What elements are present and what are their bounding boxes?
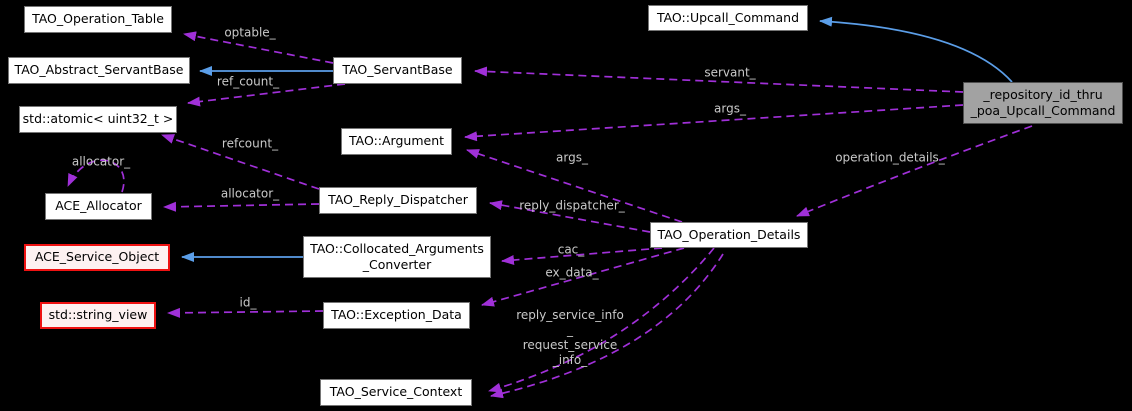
node-tao-service-context[interactable]: TAO_Service_Context bbox=[320, 379, 472, 406]
node-tao-reply-dispatcher[interactable]: TAO_Reply_Dispatcher bbox=[319, 187, 477, 214]
edge-ex-data bbox=[481, 247, 685, 307]
edge-reply-dispatcher bbox=[489, 200, 651, 233]
node-tao-upcall-command[interactable]: TAO::Upcall_Command bbox=[648, 5, 808, 31]
edge-args-opdetails bbox=[466, 149, 683, 223]
node-tao-collocated-arguments-converter[interactable]: TAO::Collocated_Arguments _Converter bbox=[303, 236, 491, 278]
edge-allocator bbox=[163, 201, 320, 212]
edge-reply-service-info bbox=[488, 247, 715, 393]
edge-cac bbox=[501, 247, 663, 266]
edge-id bbox=[167, 307, 324, 318]
node-tao-exception-data[interactable]: TAO::Exception_Data bbox=[323, 302, 470, 329]
edge-optable bbox=[183, 31, 334, 64]
node-tao-abstract-servantbase[interactable]: TAO_Abstract_ServantBase bbox=[8, 57, 190, 84]
node-tao-servantbase[interactable]: TAO_ServantBase bbox=[333, 57, 462, 84]
edge-upcall-inherit bbox=[819, 16, 1013, 83]
node-std-string-view[interactable]: std::string_view bbox=[40, 302, 156, 329]
edge-allocator-self bbox=[67, 159, 125, 193]
edge-servant bbox=[474, 66, 964, 93]
edge-request-service-info bbox=[490, 253, 724, 399]
node-std-atomic-uint32[interactable]: std::atomic< uint32_t > bbox=[19, 106, 177, 133]
node-tao-argument[interactable]: TAO::Argument bbox=[341, 128, 452, 155]
node-tao-operation-details[interactable]: TAO_Operation_Details bbox=[650, 222, 808, 248]
node-tao-operation-table[interactable]: TAO_Operation_Table bbox=[24, 6, 172, 33]
edge-args-upcall bbox=[464, 104, 964, 142]
node-repository-id-thru-poa-upcall-command[interactable]: _repository_id_thru _poa_Upcall_Command bbox=[963, 82, 1123, 124]
edge-ref-count bbox=[187, 83, 346, 107]
node-ace-allocator[interactable]: ACE_Allocator bbox=[45, 193, 152, 220]
edge-refcount bbox=[161, 134, 320, 190]
edge-operation-details bbox=[796, 125, 1033, 217]
node-ace-service-object[interactable]: ACE_Service_Object bbox=[24, 244, 170, 271]
